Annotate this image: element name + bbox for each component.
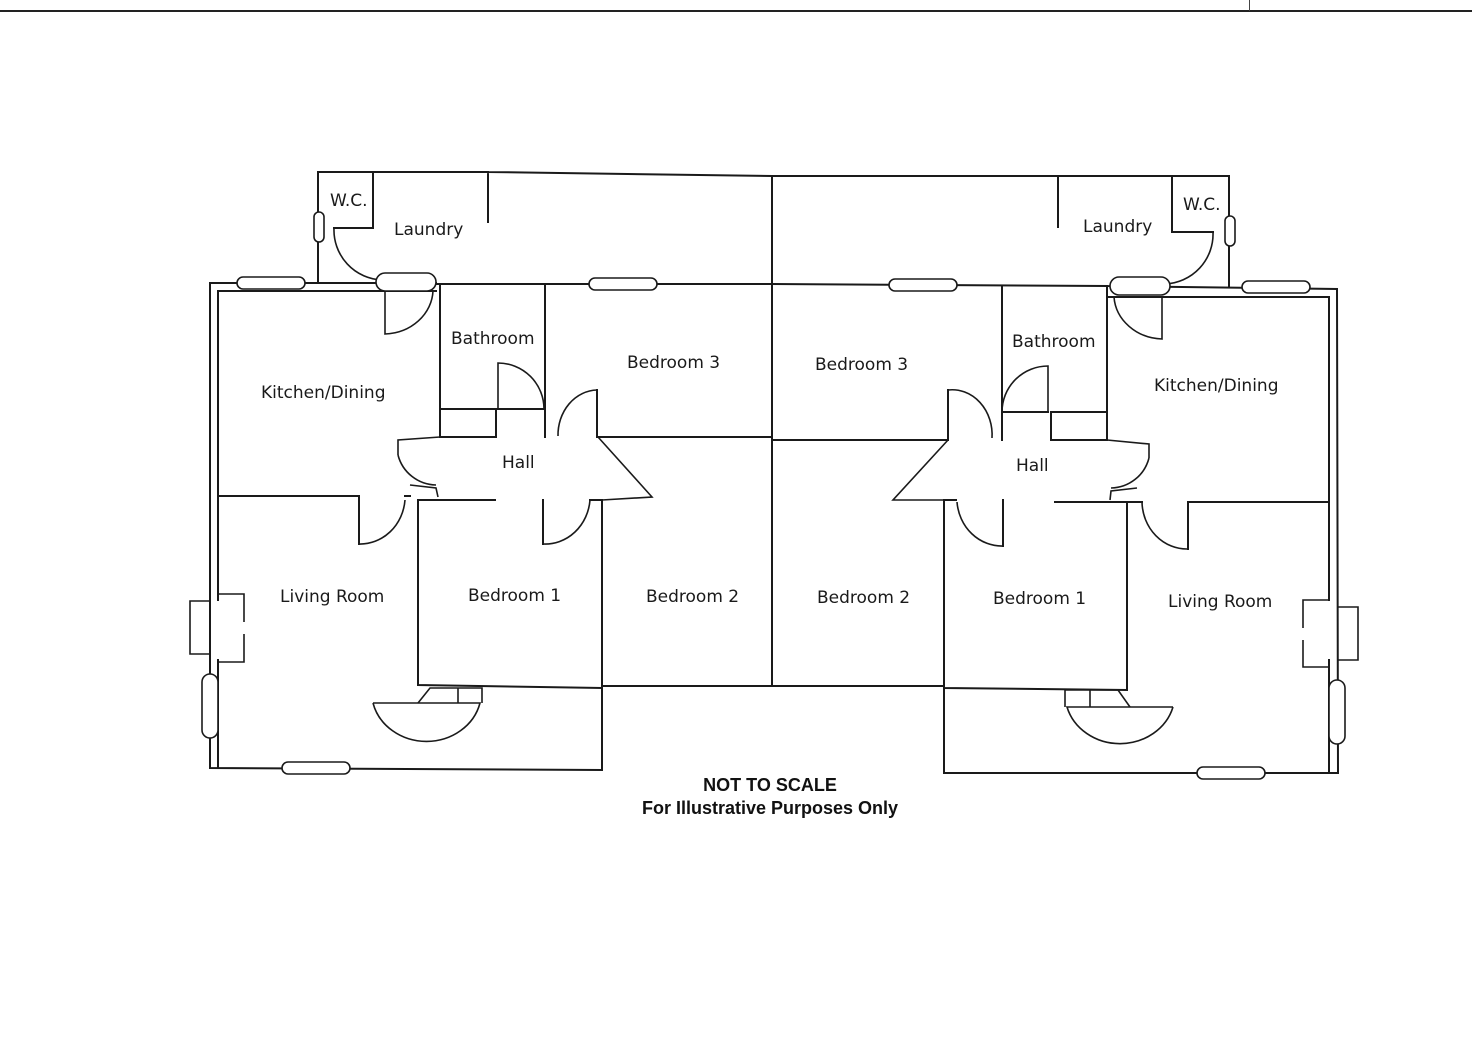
door-swing: [1110, 457, 1150, 489]
window: [201, 673, 219, 739]
hall-outline: [891, 439, 1150, 501]
bedroom3-walls: [596, 389, 773, 438]
room-label-laundry: Laundry: [1083, 217, 1152, 237]
bathroom-walls: [439, 283, 546, 438]
door-swing: [542, 499, 591, 545]
not-to-scale-note: NOT TO SCALE: [703, 775, 837, 795]
door-step: [1064, 689, 1131, 708]
door-swing: [358, 499, 406, 545]
room-label-bedroom1: Bedroom 1: [468, 586, 561, 606]
wc-laundry-walls: [771, 175, 1330, 298]
window: [1328, 679, 1346, 745]
door-swing: [372, 702, 482, 743]
bedroom1-walls: [417, 499, 603, 690]
room-label-kitchen: Kitchen/Dining: [261, 383, 386, 403]
disclaimer-note: For Illustrative Purposes Only: [641, 798, 899, 818]
room-label-living: Living Room: [1168, 592, 1272, 612]
window: [588, 277, 658, 291]
fireplace: [1302, 599, 1359, 668]
door-swing: [1141, 501, 1189, 550]
bathroom-walls: [1001, 285, 1108, 441]
window: [313, 211, 325, 243]
hall-outline: [397, 436, 654, 501]
unit-left: W.C. Laundry Bathroom Kitchen/Dining Bed…: [189, 170, 774, 775]
room-label-kitchen: Kitchen/Dining: [1154, 376, 1279, 396]
bedroom1-walls: [943, 499, 1128, 692]
window: [1196, 766, 1266, 780]
room-label-bathroom: Bathroom: [1012, 332, 1096, 352]
scan-border-tick: [1249, 0, 1250, 11]
room-label-wc: W.C.: [330, 191, 368, 211]
room-label-wc: W.C.: [1183, 195, 1221, 215]
room-label-living: Living Room: [280, 587, 384, 607]
door-swing: [1164, 231, 1214, 285]
window: [1109, 276, 1171, 296]
wc-laundry-walls: [217, 170, 774, 292]
room-label-bedroom3: Bedroom 3: [627, 353, 720, 373]
window: [888, 278, 958, 292]
door-swing: [1001, 365, 1049, 413]
door-swing: [1065, 706, 1174, 745]
kitchen-living-divider: [1127, 501, 1330, 550]
room-label-hall: Hall: [502, 453, 535, 473]
room-label-bedroom2: Bedroom 2: [646, 587, 739, 607]
door-step: [417, 687, 483, 704]
fireplace: [189, 593, 245, 663]
door-swing: [397, 454, 437, 486]
unit-right: W.C. Laundry Bathroom Kitchen/Dining Bed…: [770, 175, 1359, 780]
door-swing: [947, 388, 993, 439]
kitchen-living-divider: [217, 495, 411, 545]
window: [281, 761, 351, 775]
room-label-bedroom2: Bedroom 2: [817, 588, 910, 608]
room-label-hall: Hall: [1016, 456, 1049, 476]
room-label-bathroom: Bathroom: [451, 329, 535, 349]
door-swing: [557, 389, 598, 437]
party-wall: [601, 175, 773, 687]
door-swing: [333, 227, 383, 281]
door-swing: [956, 501, 1004, 547]
window: [1241, 280, 1311, 294]
door-swing: [384, 290, 434, 335]
window: [375, 272, 437, 292]
door-swing: [1113, 296, 1163, 340]
scan-border-line: [0, 10, 1472, 12]
room-label-bedroom1: Bedroom 1: [993, 589, 1086, 609]
window: [1224, 215, 1236, 247]
door-swing: [497, 362, 545, 410]
room-label-bedroom3: Bedroom 3: [815, 355, 908, 375]
room-label-laundry: Laundry: [394, 220, 463, 240]
window: [236, 276, 306, 290]
bedroom3-walls: [771, 389, 949, 441]
